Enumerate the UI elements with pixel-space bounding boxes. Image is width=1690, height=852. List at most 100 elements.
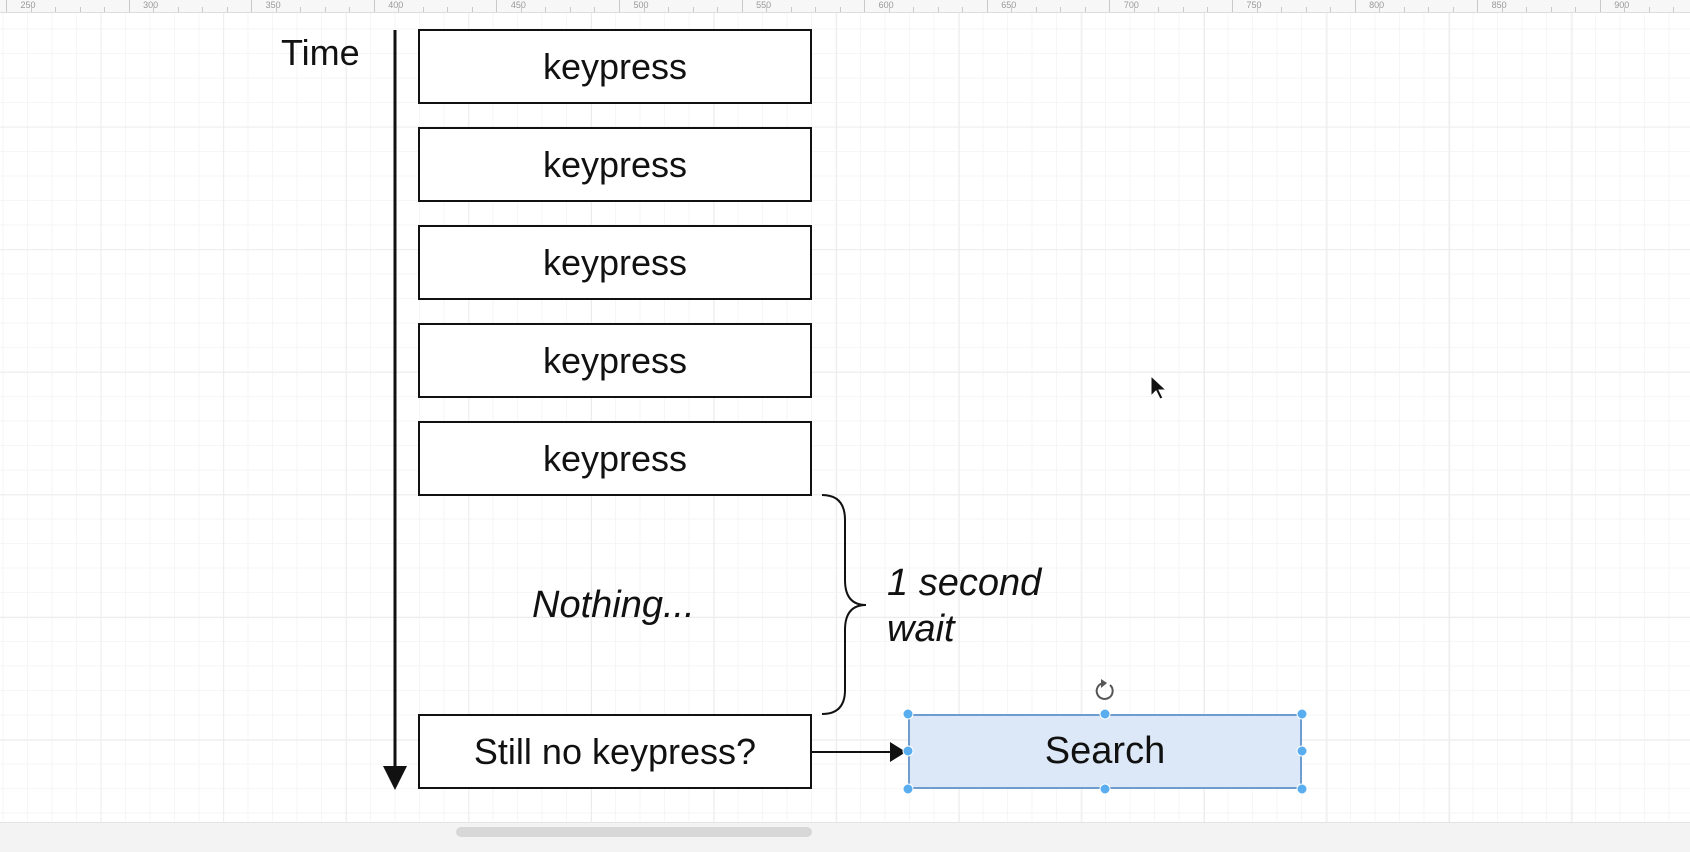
- ruler-tick: [1624, 7, 1626, 12]
- ruler-tick: [1379, 7, 1381, 12]
- ruler-label: 900: [1614, 0, 1630, 10]
- ruler-label: 550: [756, 0, 772, 10]
- ruler-tick: [619, 0, 620, 12]
- ruler-tick: [520, 7, 522, 12]
- ruler-tick: [300, 7, 302, 12]
- ruler-tick: [839, 7, 841, 12]
- ruler-tick: [962, 7, 964, 12]
- wait-label-line-1[interactable]: 1 second: [887, 562, 1042, 604]
- cursor-arrow-icon: [1150, 374, 1168, 400]
- resize-handle-top[interactable]: [1099, 708, 1111, 720]
- ruler-tick: [1550, 7, 1552, 12]
- nothing-label[interactable]: Nothing...: [532, 584, 695, 626]
- search-box[interactable]: Search: [908, 714, 1302, 789]
- ruler-tick: [153, 7, 155, 12]
- ruler-tick: [668, 7, 670, 12]
- rotate-icon[interactable]: [1095, 679, 1114, 700]
- ruler-tick: [569, 7, 571, 12]
- ruler-tick: [398, 7, 400, 12]
- ruler-tick: [1207, 7, 1209, 12]
- resize-handle-bottom[interactable]: [1099, 783, 1111, 795]
- horizontal-scrollbar-thumb[interactable]: [456, 827, 812, 837]
- time-axis-arrowhead: [383, 766, 407, 790]
- flow-arrowhead: [890, 742, 906, 762]
- ruler-tick: [1330, 7, 1332, 12]
- resize-handle-left[interactable]: [902, 745, 914, 757]
- ruler-tick: [594, 7, 596, 12]
- ruler-tick: [1305, 7, 1307, 12]
- keypress-box-3[interactable]: keypress: [418, 225, 812, 300]
- ruler-tick: [1084, 7, 1086, 12]
- ruler-tick: [1232, 0, 1233, 12]
- ruler-tick: [6, 0, 7, 12]
- keypress-box-4[interactable]: keypress: [418, 323, 812, 398]
- ruler-label: 450: [510, 0, 526, 10]
- ruler-tick: [864, 0, 866, 12]
- ruler-tick: [447, 7, 449, 12]
- ruler-tick: [1403, 7, 1405, 12]
- ruler-tick: [226, 7, 228, 12]
- ruler-label: 300: [143, 0, 159, 10]
- ruler-tick: [1501, 7, 1503, 12]
- time-axis-label: Time: [281, 32, 360, 73]
- keypress-box-1[interactable]: keypress: [418, 29, 812, 104]
- ruler-label: 650: [1001, 0, 1017, 10]
- ruler-tick: [177, 7, 179, 12]
- keypress-box-5[interactable]: keypress: [418, 421, 812, 496]
- ruler-tick: [545, 7, 547, 12]
- ruler-tick: [692, 7, 694, 12]
- ruler-label: 250: [20, 0, 36, 10]
- ruler-tick: [1158, 7, 1160, 12]
- ruler-tick: [1109, 0, 1111, 12]
- ruler-label: 700: [1123, 0, 1139, 10]
- resize-handle-top-right[interactable]: [1296, 708, 1308, 720]
- ruler-label: 350: [265, 0, 281, 10]
- ruler-tick: [643, 7, 645, 12]
- wait-brace: [821, 494, 867, 715]
- ruler-tick: [1648, 7, 1650, 12]
- ruler-tick: [1354, 0, 1356, 12]
- ruler-tick: [766, 7, 768, 12]
- ruler-tick: [1575, 7, 1577, 12]
- wait-label-line-2[interactable]: wait: [887, 608, 955, 650]
- ruler-label: 600: [878, 0, 894, 10]
- keypress-box-2[interactable]: keypress: [418, 127, 812, 202]
- horizontal-scrollbar-track[interactable]: [0, 822, 1690, 852]
- ruler-tick: [717, 7, 719, 12]
- ruler-tick: [275, 7, 277, 12]
- ruler-tick: [1452, 7, 1454, 12]
- ruler-tick: [471, 7, 473, 12]
- ruler-tick: [1182, 7, 1184, 12]
- ruler-tick: [104, 7, 106, 12]
- ruler-label: 500: [633, 0, 649, 10]
- resize-handle-top-left[interactable]: [902, 708, 914, 720]
- ruler-tick: [202, 7, 204, 12]
- ruler-tick: [888, 7, 890, 12]
- ruler-tick: [741, 0, 743, 12]
- ruler-tick: [496, 0, 498, 12]
- ruler-tick: [373, 0, 375, 12]
- ruler-tick: [349, 7, 351, 12]
- ruler-tick: [251, 0, 253, 12]
- resize-handle-bottom-right[interactable]: [1296, 783, 1308, 795]
- ruler-tick: [1060, 7, 1062, 12]
- ruler-tick: [1011, 7, 1013, 12]
- ruler-tick: [1428, 7, 1430, 12]
- ruler-tick: [128, 0, 130, 12]
- ruler-label: 800: [1369, 0, 1385, 10]
- ruler-tick: [986, 0, 988, 12]
- ruler-tick: [1673, 7, 1675, 12]
- ruler-tick: [1035, 7, 1037, 12]
- ruler-tick: [937, 7, 939, 12]
- still-no-keypress-box[interactable]: Still no keypress?: [418, 714, 812, 789]
- resize-handle-right[interactable]: [1296, 745, 1308, 757]
- ruler-label: 750: [1246, 0, 1262, 10]
- resize-handle-bottom-left[interactable]: [902, 783, 914, 795]
- ruler-tick: [1133, 7, 1135, 12]
- ruler-tick: [790, 7, 792, 12]
- ruler-tick: [1477, 0, 1479, 12]
- ruler-tick: [79, 7, 81, 12]
